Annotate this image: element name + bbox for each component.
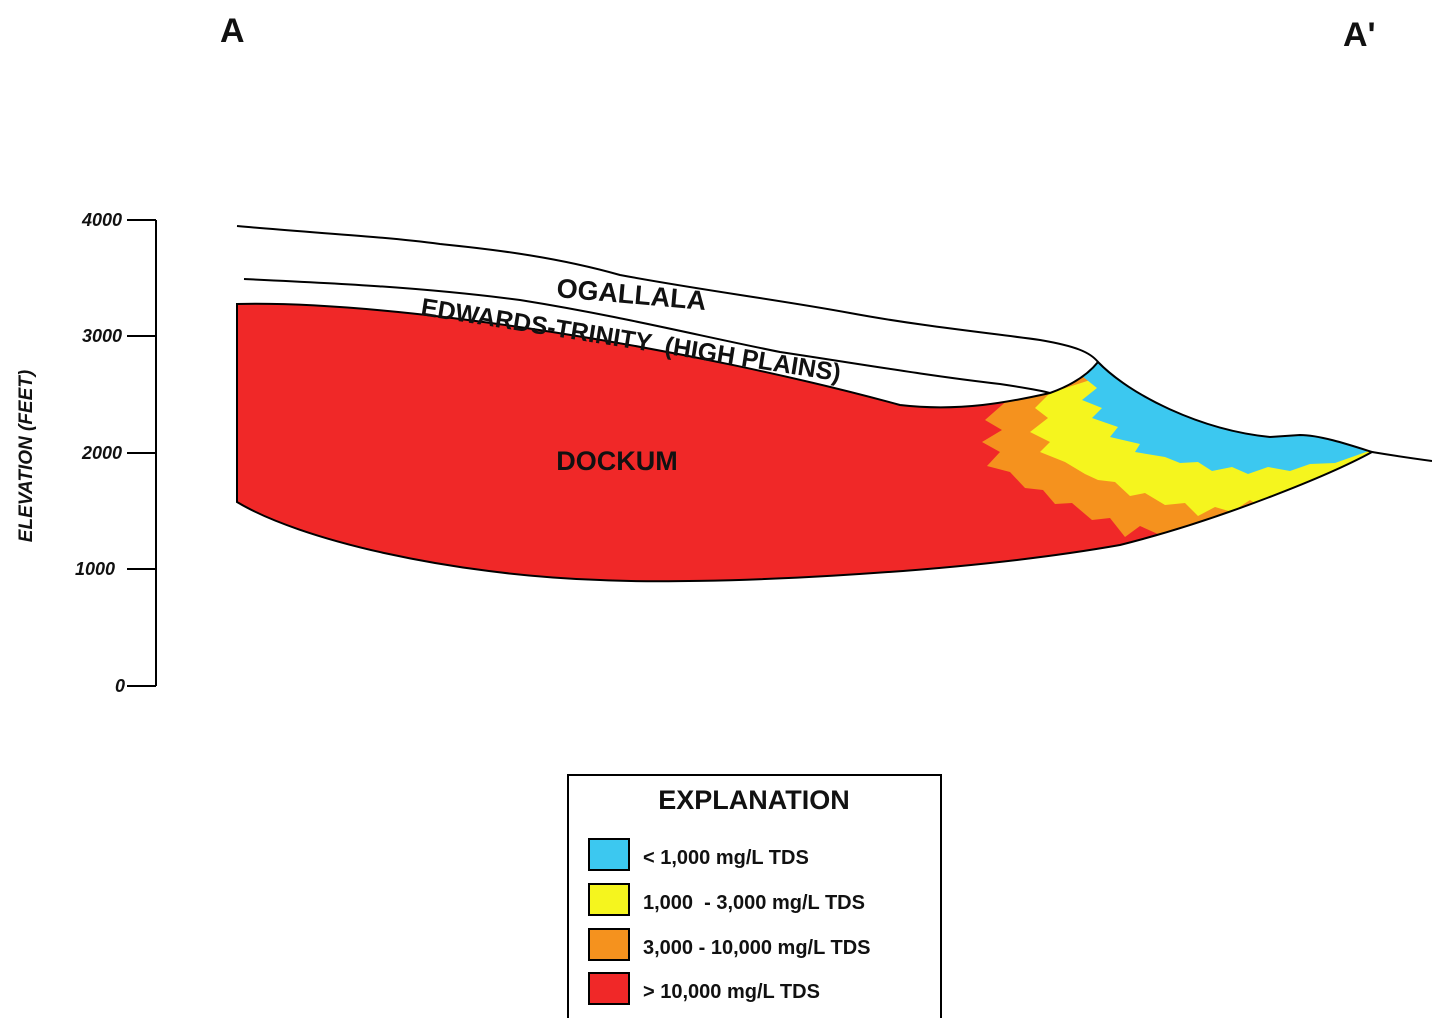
edwards-trinity-top bbox=[243, 278, 1051, 394]
dockum-label: DOCKUM bbox=[556, 446, 678, 476]
ogallala-top-surface bbox=[236, 225, 1099, 363]
legend: EXPLANATION < 1,000 mg/L TDS 1,000 - 3,0… bbox=[567, 774, 942, 1018]
elevation-axis: 4000 3000 2000 1000 0 ELEVATION (FEET) bbox=[16, 210, 157, 696]
section-end-label: A' bbox=[1343, 16, 1376, 54]
section-start-label: A bbox=[220, 12, 245, 50]
axis-title: ELEVATION (FEET) bbox=[16, 370, 37, 542]
legend-label: > 10,000 mg/L TDS bbox=[643, 981, 820, 1003]
tick-label: 1000 bbox=[75, 559, 115, 579]
legend-swatch-over-10000 bbox=[588, 972, 630, 1005]
legend-label: 3,000 - 10,000 mg/L TDS bbox=[643, 937, 871, 959]
legend-swatch-1000-3000 bbox=[588, 883, 630, 916]
tick-label: 3000 bbox=[82, 326, 122, 346]
legend-title: EXPLANATION bbox=[658, 785, 850, 815]
land-surface-east bbox=[1371, 451, 1432, 462]
legend-label: 1,000 - 3,000 mg/L TDS bbox=[643, 892, 865, 914]
tick-label: 2000 bbox=[81, 443, 122, 463]
tick-label: 4000 bbox=[81, 210, 122, 230]
tick-label: 0 bbox=[115, 676, 125, 696]
legend-swatch-3000-10000 bbox=[588, 928, 630, 961]
dockum-formation bbox=[236, 302, 1375, 583]
legend-label: < 1,000 mg/L TDS bbox=[643, 847, 809, 869]
legend-swatch-under-1000 bbox=[588, 838, 630, 871]
